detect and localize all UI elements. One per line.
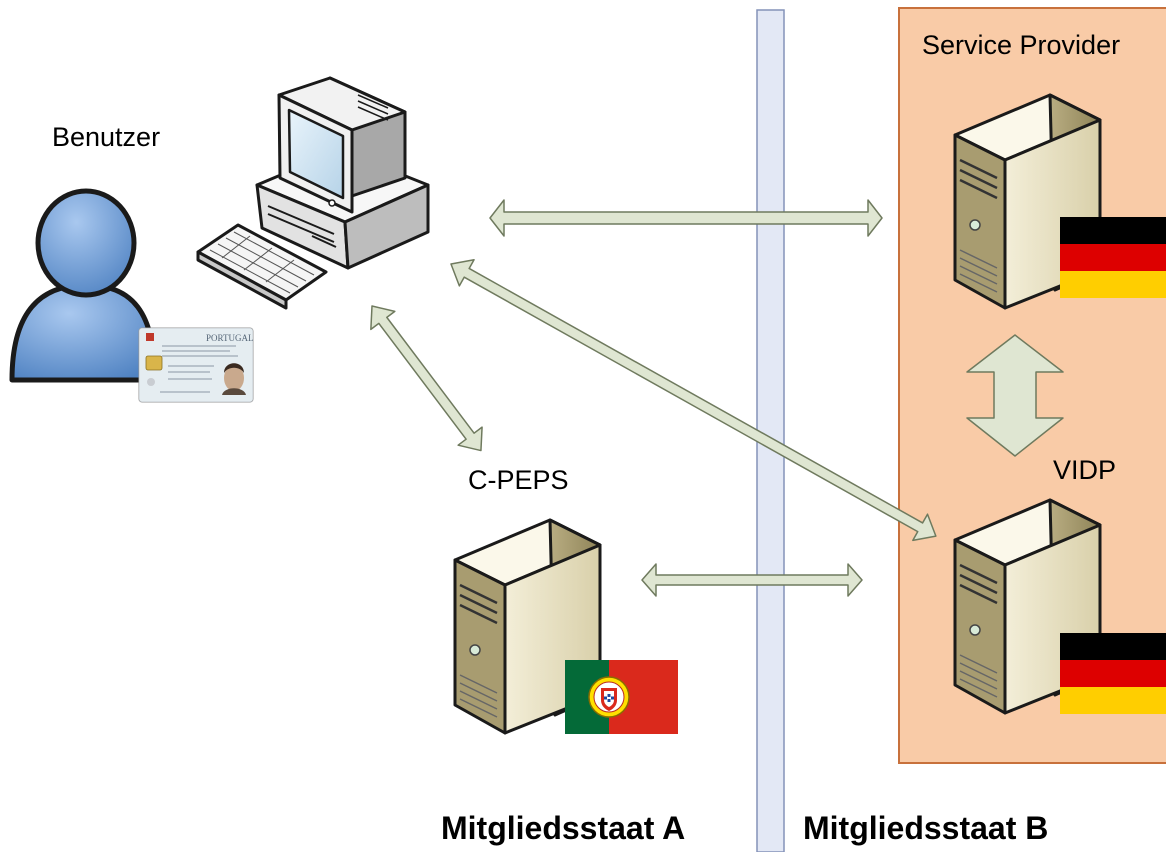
arrow-computer-vidp — [450, 258, 937, 542]
label-c-peps: C-PEPS — [468, 465, 569, 495]
flag-portugal-icon — [565, 660, 678, 734]
id-card-icon: PORTUGAL — [138, 327, 254, 403]
arrow-cpeps-vidp — [641, 563, 863, 597]
label-benutzer: Benutzer — [52, 122, 161, 152]
flag-germany-icon-service-provider — [1060, 217, 1166, 298]
flag-germany-icon-vidp — [1060, 633, 1166, 714]
arrow-computer-service-provider — [489, 199, 883, 237]
computer-icon — [196, 76, 430, 310]
arrow-computer-cpeps — [370, 305, 483, 452]
label-member-state-a: Mitgliedsstaat A — [441, 810, 686, 846]
member-state-divider — [756, 9, 785, 852]
connection-arrows — [370, 199, 1064, 597]
label-member-state-b: Mitgliedsstaat B — [803, 810, 1049, 846]
label-service-provider: Service Provider — [922, 30, 1121, 60]
label-vidp: VIDP — [1053, 455, 1117, 485]
id-card-country: PORTUGAL — [206, 333, 253, 343]
arrow-service-provider-vidp — [966, 334, 1064, 457]
user-icon — [9, 188, 158, 383]
